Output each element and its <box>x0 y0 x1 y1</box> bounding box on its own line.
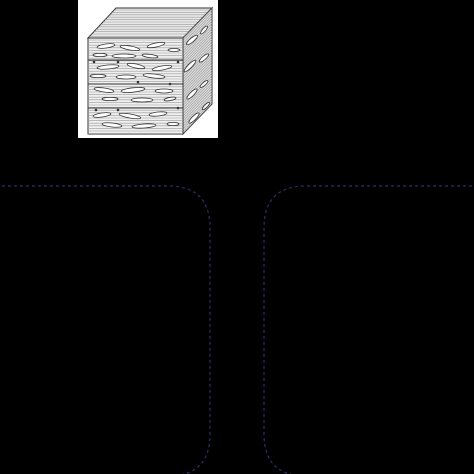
layered-cube-icon <box>86 6 214 136</box>
left-panel <box>0 185 211 474</box>
layered-cube-thumbnail <box>78 0 218 138</box>
right-panel <box>263 185 474 474</box>
cube-front-face <box>87 37 184 135</box>
